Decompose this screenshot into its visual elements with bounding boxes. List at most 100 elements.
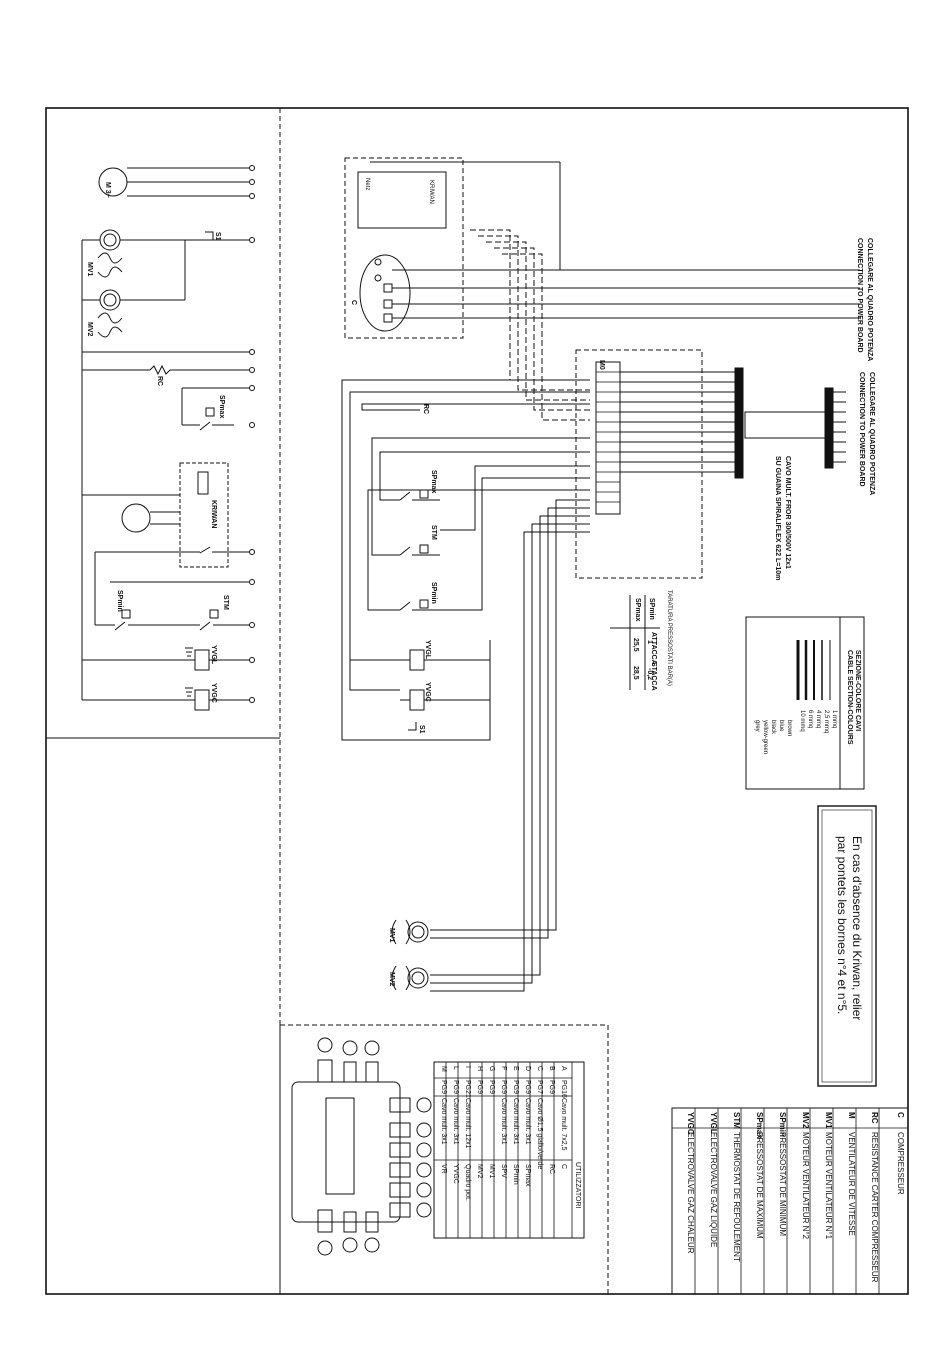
row-i-cable: Cavo mult. 12x1 [464,1098,471,1149]
row-g-id: G [488,1066,495,1071]
legend-desc-mv1: MOTEUR VENTILATEUR N°1 [824,1132,833,1240]
row-i-id: I [464,1066,471,1068]
note-line2: par pontets les bornes n°4 et n°5. [835,836,849,1014]
pressure-caption: TARATURA PRESSOSTATI BAR(A) [666,590,672,686]
cable-table: UTILIZZATORI A PG16 Cavo mult. 7x2,5 C B… [433,1061,585,1239]
legend-code-c: C [896,1112,905,1118]
colour-grey: grey [754,720,760,732]
row-g-pg: PG9 [488,1080,495,1094]
kriwan-box-label: KRIWAN [428,180,434,204]
legend-code-rc: RC [870,1112,879,1124]
colour-blue: blue [778,720,784,732]
legend-desc-yvgl: ELECTROVALVE GAZ LIQUIDE [709,1132,718,1247]
row-a-user: C [560,1164,567,1169]
section-5: 10 mmq [799,710,805,732]
s1-label: S1 [214,232,221,241]
row-e-pg: PG9 [512,1080,519,1094]
wire-legend-title: SEZIONE-COLORE CAVI [854,650,861,731]
legend-code-yvgc: YVGC [686,1112,695,1135]
pressure-spmin: SPmin [648,598,655,620]
yvgc-main-label: YVGC [424,682,431,702]
spmin-label: SPmin [116,590,123,612]
row-f-id: F [500,1066,507,1070]
row-h-id: H [476,1066,483,1071]
pressure-spmin-on: 1 [646,640,653,644]
row-e-cable: Cavo mult. 3x1 [512,1098,519,1145]
pressure-spmax-off: 28,5 [632,666,639,680]
row-i-pg: PG21 [464,1080,471,1098]
stm-main-label: STM [430,525,437,540]
row-l-user: YVGC [452,1164,459,1184]
row-a-cable: Cavo mult. 7x2,5 [560,1098,567,1151]
pressure-table: TARATURA PRESSOSTATI BAR(A) ATTACCA STAC… [610,590,672,691]
main-schematic-labels: C Netz KRIWAN M0 RC SPmax STM SPmin YVGL… [350,178,605,987]
note-line1: En cas d'absence du Kriwan, relier [850,836,864,1020]
junction-box-drawing [291,1037,432,1256]
legend-code-spmax: SPmax [755,1112,764,1139]
row-h-pg: PG9 [476,1080,483,1094]
legend-desc-m: VENTILATEUR DE VITESSE [847,1132,856,1236]
section-1: 1 mmq [831,710,837,728]
legend-code-spmin: SPmin [778,1112,787,1137]
row-l-cable: Cavo mult. 3x1 [452,1098,459,1145]
legend-desc-spmin: PRESSOSTAT DE MINIMUM [778,1132,787,1236]
spmin-main-label: SPmin [430,582,437,604]
cable-note-line1: CAVO MULT. FROR 300/500V 12x1 [784,456,791,569]
legend-code-stm: STM [732,1112,741,1129]
rc-label: RC [156,376,163,386]
left-schematic-labels: M 3~ MV1 MV2 RC SPmax KRIWAN SPmin STM Y… [86,182,229,703]
mv2-label: MV2 [86,322,93,337]
pressure-spmax: SPmax [634,598,641,621]
row-b-user: RC [548,1164,555,1174]
cable-table-header: UTILIZZATORI [574,1162,581,1208]
cable-note: CAVO MULT. FROR 300/500V 12x1 SU GUAINA … [774,456,791,580]
row-f-cable: Cavo mult. 3x1 [500,1098,507,1145]
terminal-header: M0 [598,360,605,370]
row-d-id: D [524,1066,531,1071]
row-e-id: E [512,1066,519,1071]
legend-desc-stm: THERMOSTAT DE REFOULEMENT [732,1132,741,1262]
row-c-pg: PG7 [536,1080,543,1094]
row-b-pg: PG9 [548,1080,555,1094]
power-board-mid: COLLEGARE AL QUADRO POTENZA CONNECTION T… [858,372,875,495]
wire-legend: SEZIONE-COLORE CAVI CABLE SECTION-COLOUR… [745,616,865,790]
pressure-hdr-stacca: STACCA [650,662,657,691]
legend-code-mv1: MV1 [824,1112,833,1129]
pressure-hdr-attacca: ATTACCA [650,632,657,665]
left-schematic [81,165,255,711]
yvgc-label: YVGC [210,683,217,703]
colour-brown: brown [786,720,792,736]
power-board-top-en: CONNECTION TO POWER BOARD [856,238,863,353]
colour-black: black [770,720,776,735]
row-c-id: C [536,1066,543,1071]
section-3: 4 mmq [815,710,821,728]
row-f-pg: PG9 [500,1080,507,1094]
yvgl-label: YVGL [210,645,217,665]
legend-code-yvgl: YVGL [709,1112,718,1134]
row-e-user: SPmin [512,1164,519,1185]
legend-desc-c: COMPRESSEUR [896,1132,905,1195]
legend-code-mv2: MV2 [801,1112,810,1129]
motor-label: M 3~ [104,182,111,198]
kriwan-label: KRIWAN [210,500,217,528]
note-box: En cas d'absence du Kriwan, relier par p… [817,805,877,1087]
row-a-pg: PG16 [560,1080,567,1098]
row-d-pg: PG9 [524,1080,531,1094]
row-l-id: L [452,1066,459,1070]
row-l-pg: PG9 [452,1080,459,1094]
row-i-user: Quadro pot. [464,1164,471,1201]
pressure-spmin-off: -0,2 [646,668,653,680]
mv1-label: MV1 [86,262,93,277]
colour-yellow-green: yellow-green [762,720,768,754]
section-2: 2,5 mmq [823,710,829,733]
legend-desc-yvgc: ELECTROVALVE GAZ CHALEUR [686,1132,695,1254]
legend-desc-spmax: PRESSOSTAT DE MAXIMUM [755,1132,764,1239]
wire-legend-subtitle: CABLE SECTION-COLOURS [846,650,853,745]
s1-main-label: S1 [418,725,425,734]
cable-note-line2: SU GUAINA SPIRALIFLEX 622 L=10m [774,456,781,580]
main-schematic [341,157,860,992]
legend-desc-rc: RESISTANCE CARTER COMPRESSEUR [870,1132,879,1283]
row-m-user: VR [440,1164,447,1174]
legend-code-m: M [847,1112,856,1119]
